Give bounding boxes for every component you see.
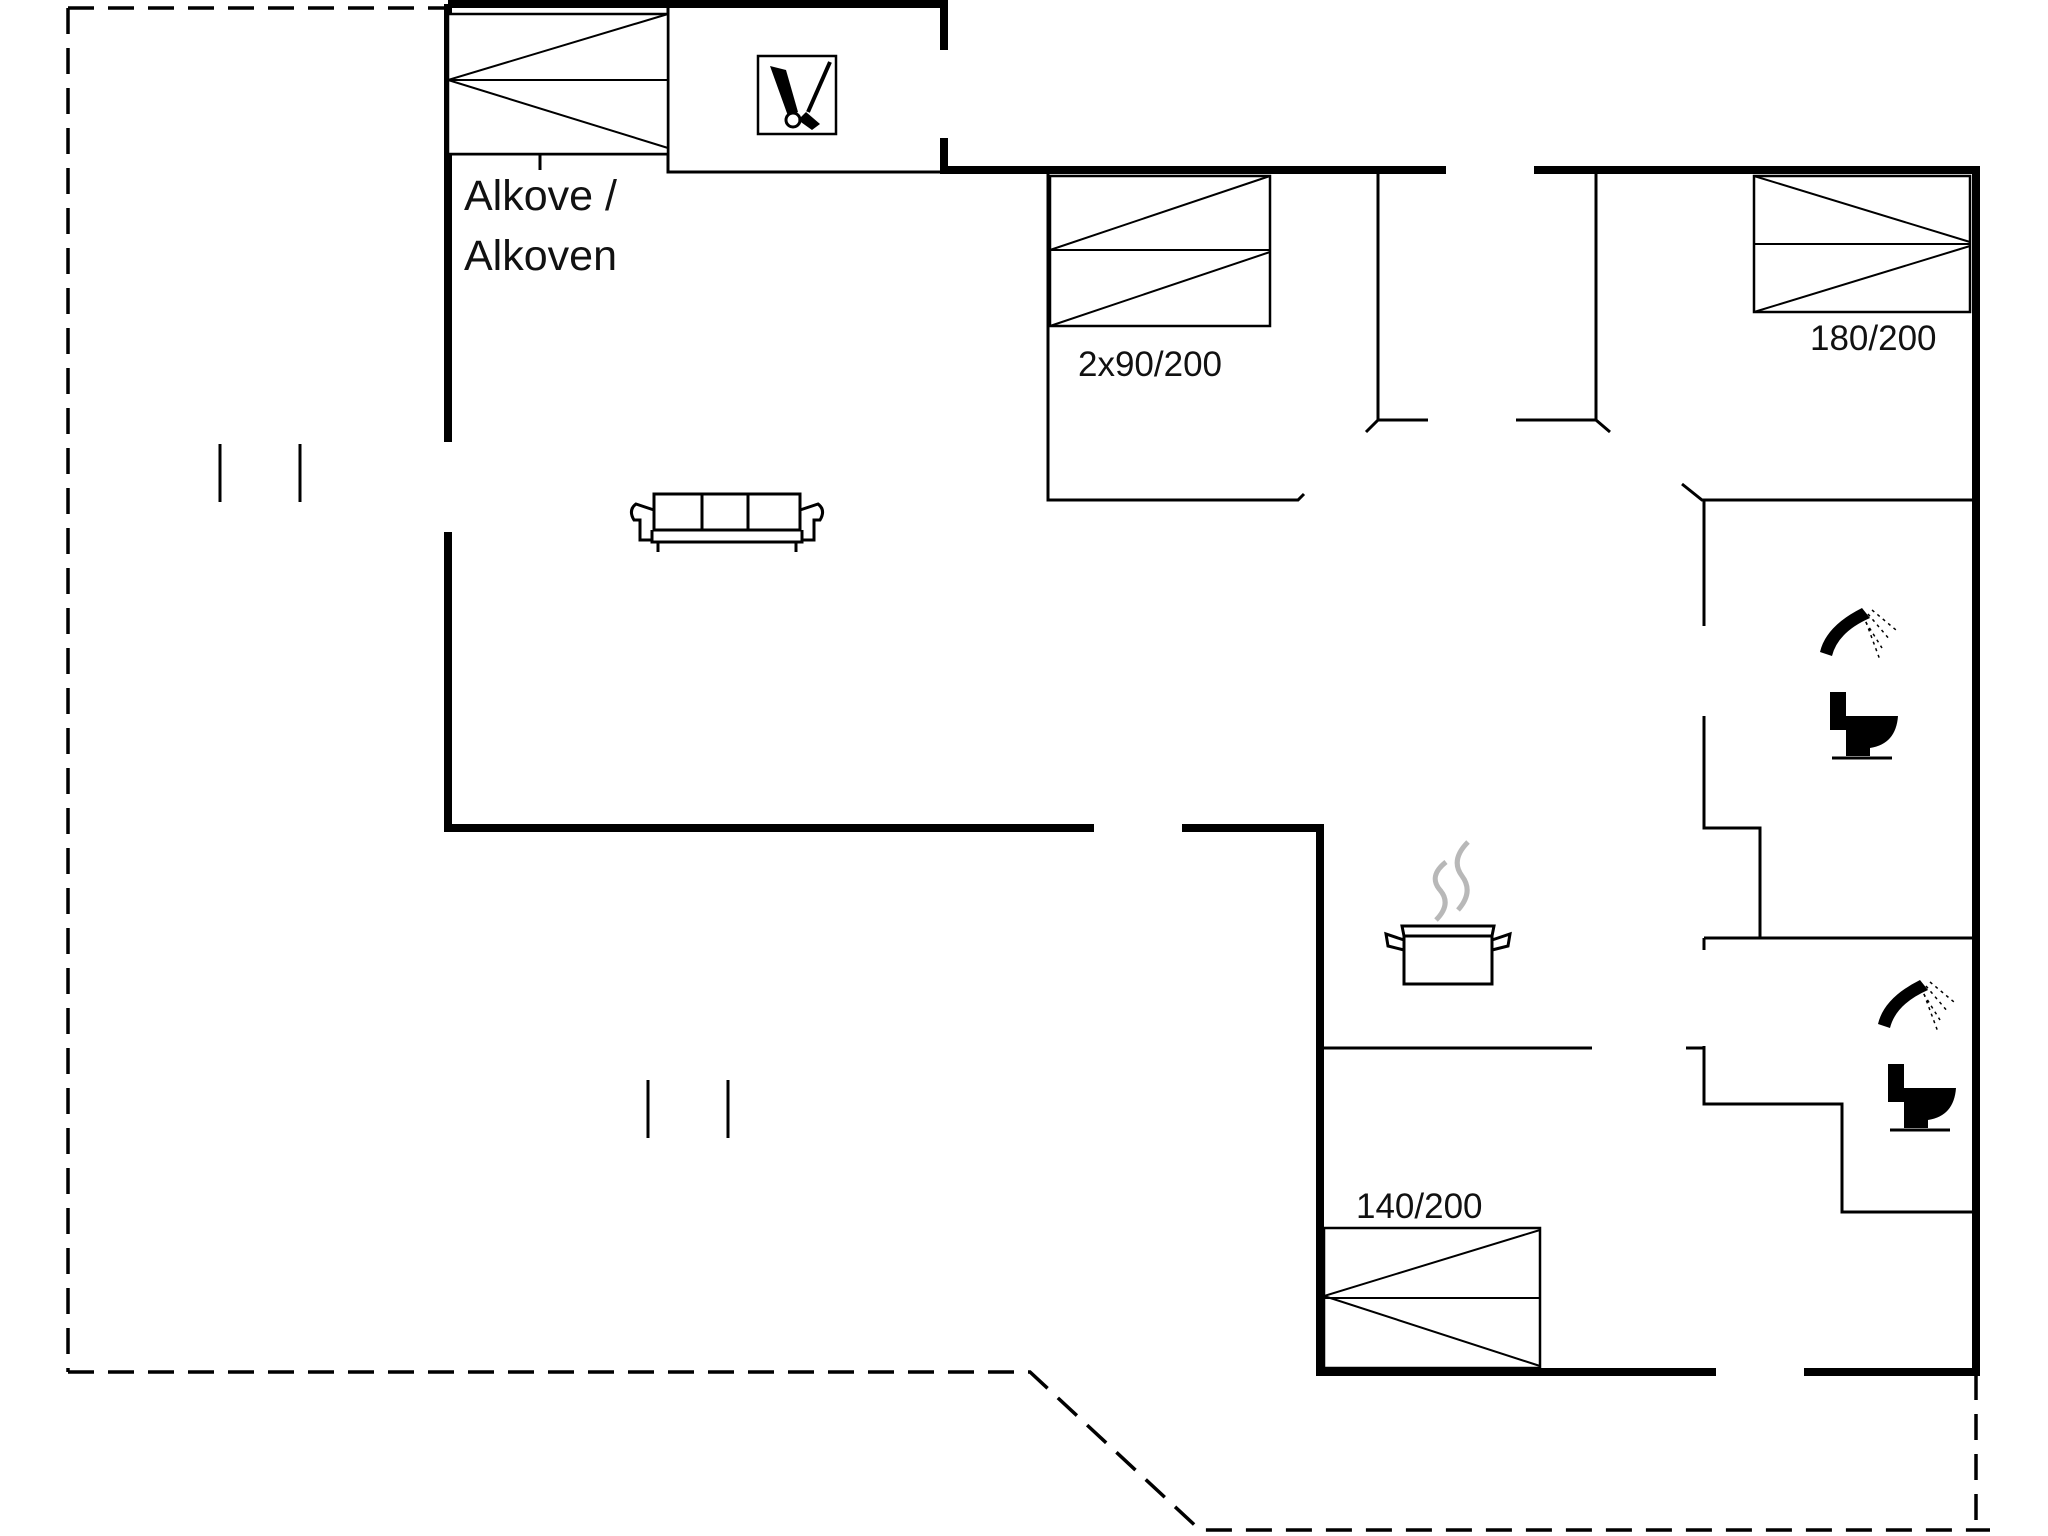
- toilet-icon: [1888, 1064, 1956, 1132]
- bed-size-twin: 2x90/200: [1078, 345, 1222, 384]
- sofa-icon: [629, 492, 825, 552]
- bed-size-double-large: 180/200: [1810, 319, 1937, 358]
- terrace-marks: [218, 444, 730, 1138]
- bed-size-double: 140/200: [1356, 1187, 1483, 1226]
- exterior-walls: [444, 0, 1980, 1376]
- toilet-icon: [1830, 692, 1898, 760]
- shower-icon: [1820, 608, 1897, 661]
- alcove-label-line1: Alkove /: [464, 172, 617, 220]
- double-bed-large: [1752, 174, 1972, 314]
- cooking-pot-icon: [1384, 840, 1512, 986]
- alcove-bed: [444, 12, 670, 156]
- terrace-outline: [66, 6, 1990, 1532]
- vacuum-broom-icon: [756, 54, 838, 136]
- double-bed: [1320, 1226, 1542, 1370]
- twin-beds: [1048, 174, 1272, 328]
- shower-icon: [1878, 980, 1955, 1033]
- alcove-label-line2: Alkoven: [464, 232, 617, 280]
